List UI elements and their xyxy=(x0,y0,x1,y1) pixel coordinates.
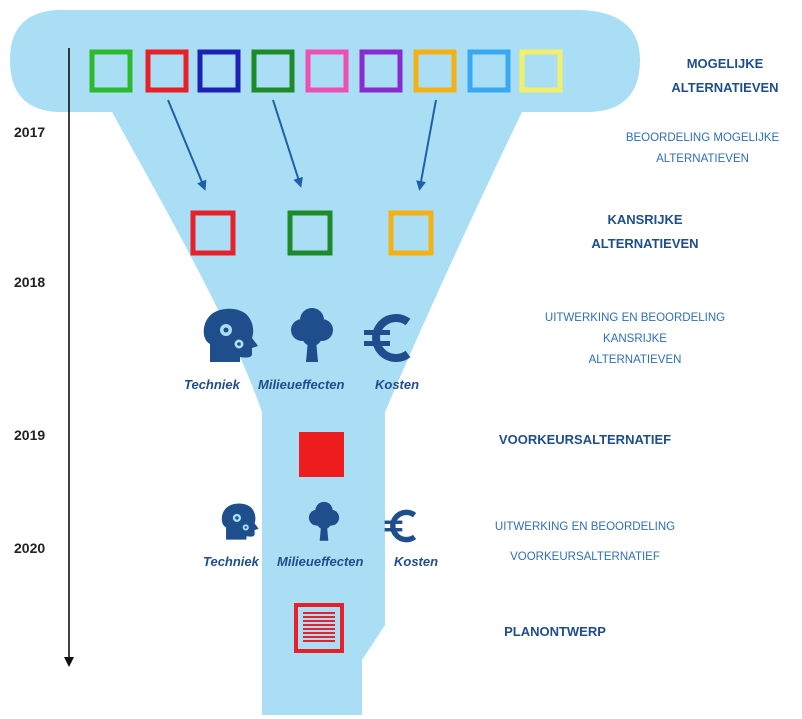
technique-label: Techniek xyxy=(184,377,240,392)
possible-alternative-square xyxy=(145,49,189,93)
possible-alternative-square xyxy=(467,49,511,93)
promising-alternatives-title: KANSRIJKE ALTERNATIEVEN xyxy=(575,208,715,256)
title-line: KANSRIJKE xyxy=(607,212,683,227)
note-line: BEOORDELING MOGELIJKE xyxy=(625,132,780,144)
year-label: 2018 xyxy=(14,274,46,290)
promising-alternatives-row xyxy=(190,210,434,256)
costs-label: Kosten xyxy=(375,377,420,392)
title-line: ALTERNATIEVEN xyxy=(671,80,779,95)
plan-design-line xyxy=(303,628,335,630)
plan-design-line xyxy=(303,640,335,642)
costs-label: Kosten xyxy=(394,554,439,569)
year-label: 2019 xyxy=(14,427,46,443)
possible-alternative-square xyxy=(413,49,457,93)
note-line: ALTERNATIEVEN xyxy=(656,153,749,165)
year-label: 2017 xyxy=(14,124,46,140)
assess-possible-note: BEOORDELING MOGELIJKE ALTERNATIEVEN xyxy=(615,128,790,170)
plan-design-line xyxy=(303,612,335,614)
possible-alternatives-row xyxy=(89,49,563,93)
possible-alternative-square xyxy=(251,49,295,93)
environment-label: Milieueffecten xyxy=(277,554,364,569)
head-gears-icon xyxy=(221,503,259,540)
plan-design-title: PLANONTWERP xyxy=(504,624,606,639)
plan-design-line xyxy=(303,624,335,626)
note-line: UITWERKING EN BEOORDELING xyxy=(494,521,676,533)
environment-label: Milieueffecten xyxy=(258,377,345,392)
promising-alternative-square xyxy=(287,210,333,256)
possible-alternatives-title: MOGELIJKE ALTERNATIEVEN xyxy=(655,52,795,100)
head-gears-icon xyxy=(203,308,258,362)
elaborate-promising-note: UITWERKING EN BEOORDELING KANSRIJKE ALTE… xyxy=(525,308,745,371)
elaborate-preferred-note: UITWERKING EN BEOORDELING VOORKEURSALTER… xyxy=(470,512,700,572)
title-line: MOGELIJKE xyxy=(686,56,764,71)
plan-design-line xyxy=(303,636,335,638)
plan-design-line xyxy=(303,616,335,618)
assessment-arrows xyxy=(167,99,437,191)
preferred-alternative-title: VOORKEURSALTERNATIEF xyxy=(498,432,672,447)
possible-alternative-square xyxy=(197,49,241,93)
technique-label: Techniek xyxy=(203,554,259,569)
possible-alternative-square xyxy=(89,49,133,93)
criteria-icons-large xyxy=(203,308,411,362)
possible-alternative-square xyxy=(359,49,403,93)
note-line: VOORKEURSALTERNATIEF xyxy=(510,551,660,563)
criteria-icons-small xyxy=(221,501,417,543)
preferred-alternative-square xyxy=(299,432,344,477)
funnel-shape xyxy=(10,10,640,715)
euro-icon xyxy=(364,314,411,362)
promising-alternative-square xyxy=(388,210,434,256)
note-line: UITWERKING EN BEOORDELING xyxy=(544,312,726,324)
tree-icon xyxy=(291,308,333,362)
plan-design-icon xyxy=(294,603,344,653)
promising-alternative-square xyxy=(190,210,236,256)
possible-alternative-square xyxy=(305,49,349,93)
plan-design-line xyxy=(303,632,335,634)
arrow-to-orange xyxy=(416,99,437,191)
title-line: ALTERNATIEVEN xyxy=(591,236,699,251)
euro-icon xyxy=(384,509,417,543)
arrow-to-red xyxy=(167,99,207,191)
year-label: 2020 xyxy=(14,540,46,556)
possible-alternative-square xyxy=(519,49,563,93)
plan-design-line xyxy=(303,620,335,622)
note-line: ALTERNATIEVEN xyxy=(588,354,682,366)
arrow-to-green xyxy=(272,99,303,188)
note-line: KANSRIJKE xyxy=(603,333,667,345)
tree-icon xyxy=(308,501,340,541)
